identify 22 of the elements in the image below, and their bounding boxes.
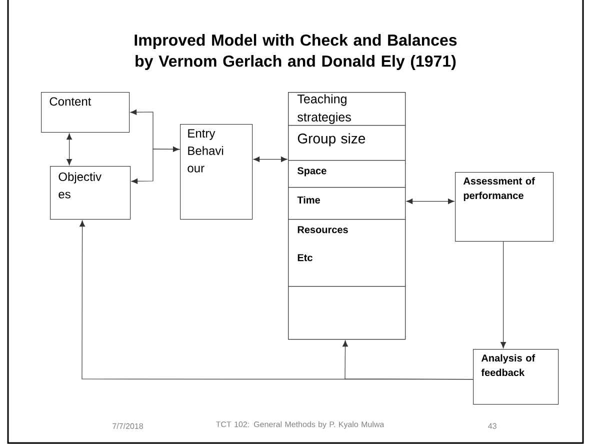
- process-box: Analysis of feedback: [473, 349, 559, 405]
- process-box: Objectiv es: [50, 166, 131, 220]
- process-box: Assessment of performance: [455, 172, 554, 242]
- footer-text: TCT 102: General Methods by P. Kyalo Mulwa: [216, 421, 384, 429]
- arrow: [253, 156, 288, 162]
- title: Improved Model with Check and Balances by Vernom Gerlach and Donald Ely (1971): [134, 34, 457, 70]
- table-cell: Group size: [288, 125, 406, 161]
- footer-text: 7/7/2018: [112, 423, 143, 429]
- arrow: [500, 241, 506, 348]
- process-box: Content: [41, 92, 130, 133]
- footer-text: 43: [488, 423, 496, 429]
- arrow: [406, 198, 454, 204]
- arrow: [131, 148, 180, 184]
- arrow: [342, 340, 474, 380]
- process-box: Entry Behavi our: [180, 124, 253, 220]
- table-cell: Teaching strategies: [288, 92, 406, 126]
- arrow: [130, 109, 180, 152]
- table-cell: Resources Etc: [288, 219, 406, 287]
- table-cell: [288, 286, 406, 340]
- table-cell: Space: [288, 160, 406, 188]
- arrow: [66, 133, 72, 166]
- table-cell: Time: [288, 187, 406, 220]
